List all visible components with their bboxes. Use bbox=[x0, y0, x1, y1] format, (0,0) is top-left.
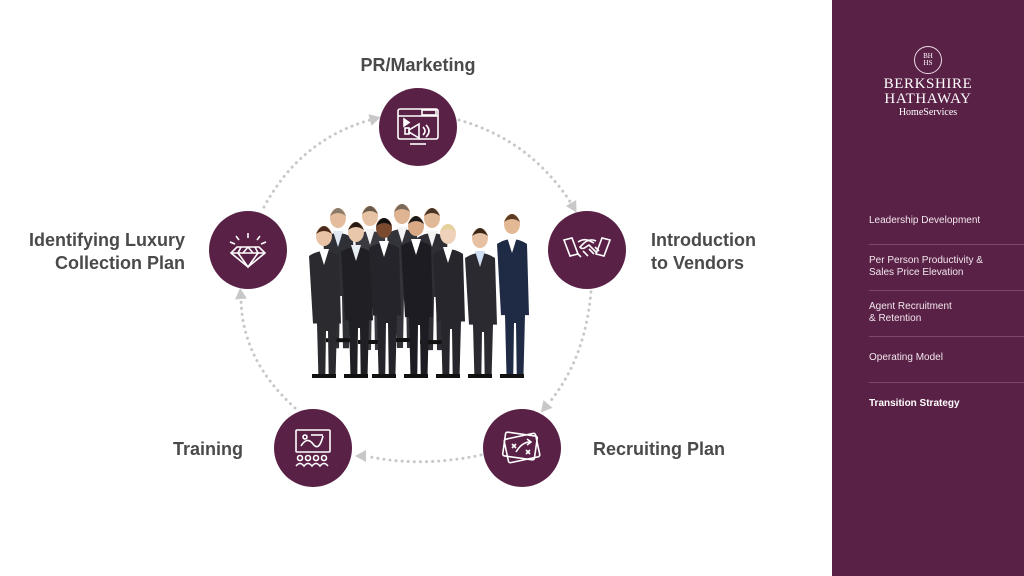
sidebar-divider bbox=[869, 382, 1024, 383]
cycle-connector-3 bbox=[239, 297, 297, 410]
logo-wordmark-line2: HATHAWAY bbox=[884, 91, 972, 107]
team-member bbox=[341, 222, 373, 378]
node-pr-marketing[interactable] bbox=[379, 88, 457, 166]
label-introduction-to-vendors: Introduction to Vendors bbox=[651, 230, 756, 273]
presentation-training-icon bbox=[295, 429, 331, 468]
cycle-arrowhead-1 bbox=[540, 400, 553, 413]
sidebar-divider bbox=[869, 336, 1024, 337]
cycle-arrows bbox=[235, 114, 593, 464]
video-marketing-icon bbox=[397, 108, 439, 145]
node-identifying-luxury-collection-plan[interactable] bbox=[209, 211, 287, 289]
team-member bbox=[465, 228, 497, 378]
team-member bbox=[433, 224, 465, 378]
sidebar-item-agent-recruitment[interactable]: Agent Recruitment & Retention bbox=[869, 301, 952, 324]
sidebar-item-leadership-development[interactable]: Leadership Development bbox=[869, 215, 981, 226]
cycle-arrowhead-3 bbox=[235, 288, 247, 300]
label-pr-marketing: PR/Marketing bbox=[360, 55, 476, 75]
cycle-connector-2 bbox=[364, 453, 483, 464]
cycle-arrowhead-4 bbox=[368, 114, 381, 126]
logo-wordmark-line1: BERKSHIRE bbox=[883, 76, 973, 92]
diamond-icon bbox=[229, 233, 267, 269]
sidebar-divider bbox=[869, 290, 1024, 291]
sidebar-divider bbox=[869, 244, 1024, 245]
node-introduction-to-vendors[interactable] bbox=[548, 211, 626, 289]
handshake-icon bbox=[562, 237, 612, 258]
bhhs-seal-logo: BH HS bbox=[914, 46, 942, 74]
logo-wordmark-line3: HomeServices bbox=[898, 107, 958, 118]
sidebar-item-per-person-productivity[interactable]: Per Person Productivity & Sales Price El… bbox=[869, 255, 983, 278]
sidebar: BH HS BERKSHIRE HATHAWAY HomeServices Le… bbox=[832, 0, 1024, 576]
label-training: Training bbox=[172, 439, 243, 459]
business-team-photo bbox=[309, 204, 529, 378]
cycle-arrowhead-0 bbox=[565, 200, 577, 213]
cycle-arrowhead-2 bbox=[355, 450, 366, 462]
node-recruiting-plan[interactable] bbox=[483, 409, 561, 487]
slide-canvas: PR/Marketing Introduction to Vendors Rec… bbox=[28, 55, 756, 487]
label-identifying-luxury-collection-plan: Identifying Luxury Collection Plan bbox=[28, 230, 185, 273]
label-recruiting-plan: Recruiting Plan bbox=[593, 439, 726, 459]
team-member bbox=[309, 226, 341, 378]
cycle-connector-1 bbox=[546, 290, 593, 406]
cycle-connector-4 bbox=[262, 118, 372, 209]
node-training[interactable] bbox=[274, 409, 352, 487]
team-member bbox=[369, 218, 401, 378]
team-member bbox=[401, 216, 433, 378]
team-member bbox=[497, 214, 529, 378]
cycle-connector-0 bbox=[457, 118, 573, 205]
sidebar-item-transition-strategy[interactable]: Transition Strategy bbox=[869, 398, 960, 409]
sidebar-item-operating-model[interactable]: Operating Model bbox=[869, 352, 943, 363]
strategy-board-icon bbox=[501, 431, 541, 464]
